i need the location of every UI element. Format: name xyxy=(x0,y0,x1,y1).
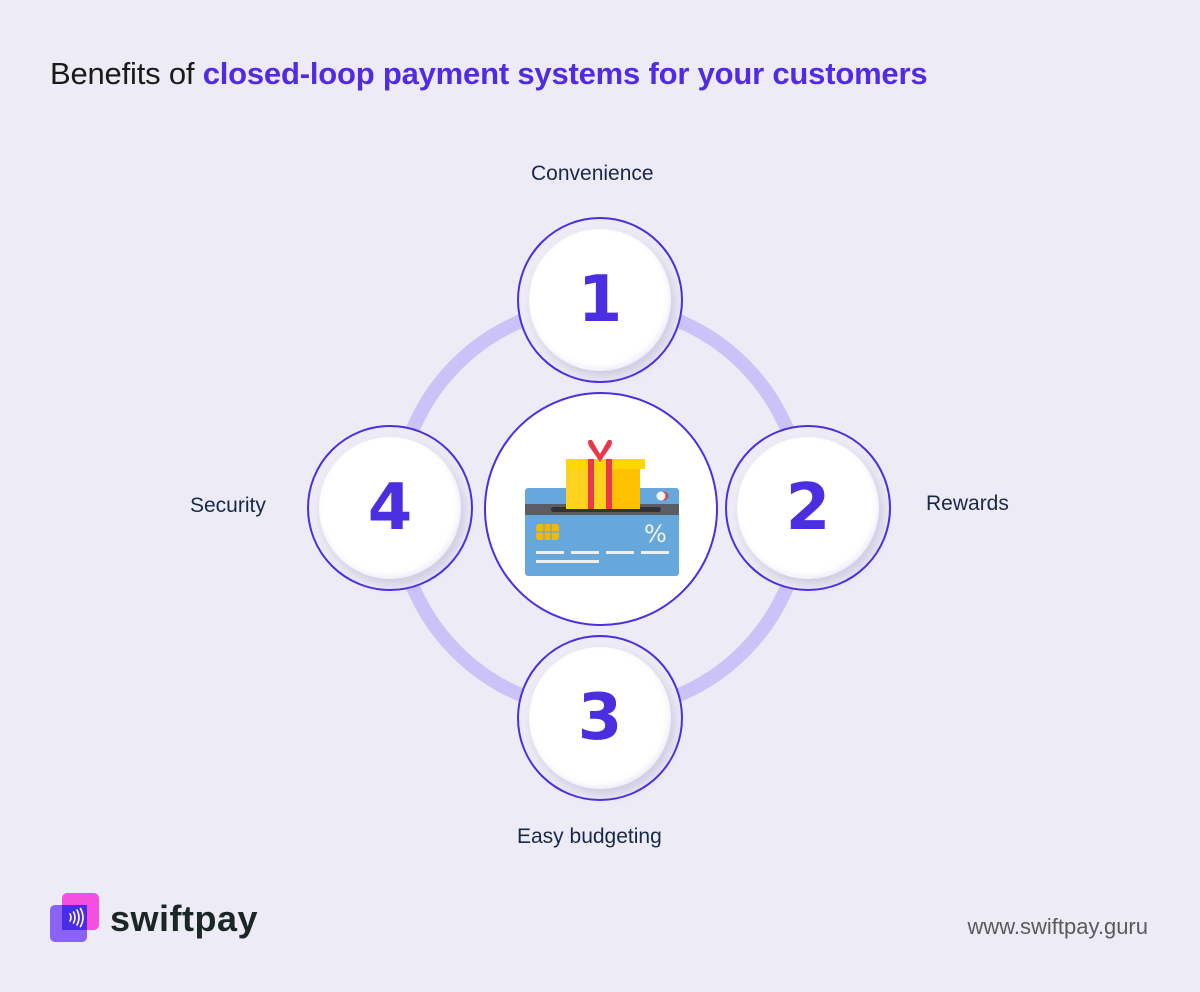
svg-text:%: % xyxy=(644,520,667,548)
title-highlight: closed-loop payment systems for your cus… xyxy=(202,56,928,91)
label-rewards: Rewards xyxy=(926,492,1009,515)
step-number: 3 xyxy=(577,681,623,755)
page-title: Benefits of closed-loop payment systems … xyxy=(50,56,928,92)
website-url[interactable]: www.swiftpay.guru xyxy=(967,914,1148,939)
label-easy-budgeting: Easy budgeting xyxy=(517,825,662,848)
label-security: Security xyxy=(190,494,266,517)
center-circle: % xyxy=(484,392,718,626)
label-convenience: Convenience xyxy=(531,162,654,185)
step-number: 2 xyxy=(785,471,831,545)
step-node-1: 1 xyxy=(517,217,683,383)
step-number: 4 xyxy=(367,471,413,545)
step-number: 1 xyxy=(577,263,623,337)
step-node-4: 4 xyxy=(307,425,473,591)
step-node-3: 3 xyxy=(517,635,683,801)
title-prefix: Benefits of xyxy=(50,56,203,91)
credit-card-gift-icon: % xyxy=(525,439,679,576)
brand-name: swiftpay xyxy=(110,898,259,939)
step-node-2: 2 xyxy=(725,425,891,591)
contactless-icon xyxy=(50,893,99,942)
